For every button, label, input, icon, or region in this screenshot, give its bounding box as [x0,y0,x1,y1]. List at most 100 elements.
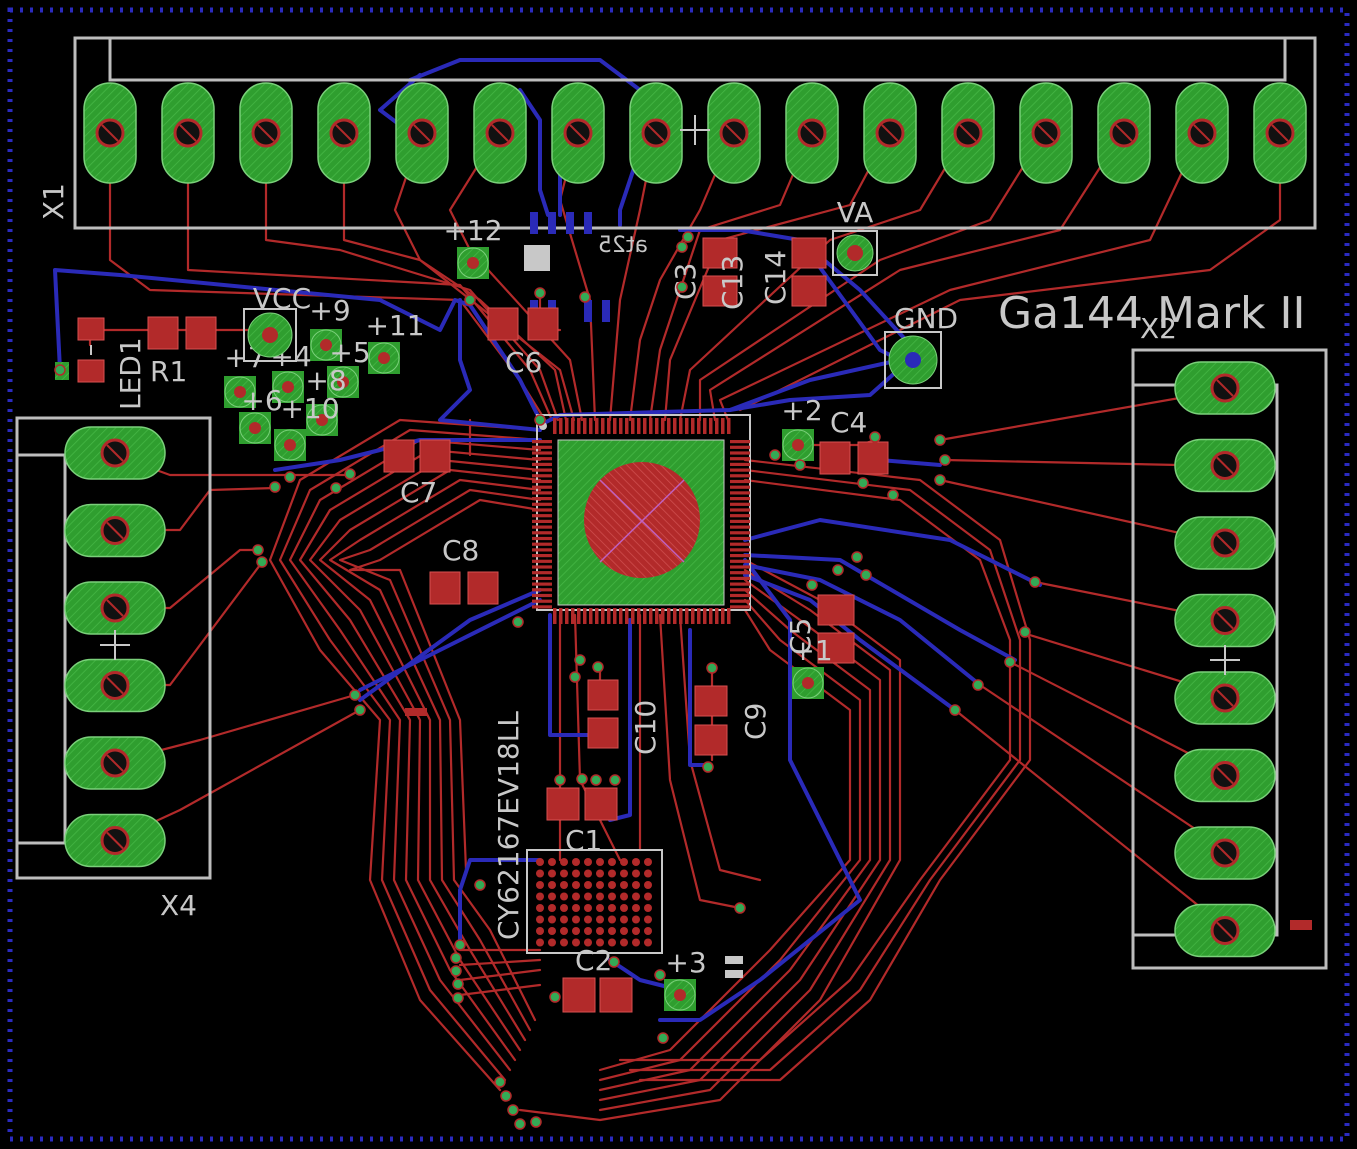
x1-label: X1 [37,183,70,220]
testpoint-tp3: +3 [664,946,707,1011]
via [1019,626,1031,638]
via [514,1118,526,1130]
via [474,879,486,891]
testpoint-tp5: +5 [327,336,371,398]
via [590,774,602,786]
testpoint-label: VA [837,196,874,229]
c6-label: C6 [505,346,542,379]
x1-pin [161,82,215,184]
via [452,978,464,990]
sram-label: CY62167EV18LL [492,711,525,940]
via [54,364,66,376]
testpoint-tp9: +9 [309,294,351,361]
via [549,991,561,1003]
via [464,294,476,306]
x2-label: X2 [1140,312,1177,345]
via [579,291,591,303]
vias [54,231,1041,1130]
via [657,1032,669,1044]
x4-pin [64,426,166,480]
via [569,671,581,683]
passive-components: LED1 R1 C6 C7 C8 C4 C5 C9 C10 [55,237,889,1013]
via [702,761,714,773]
via [934,474,946,486]
led1-label: LED1 [114,337,147,410]
x2-pin [1174,516,1276,570]
x2-pin [1174,826,1276,880]
x4-pin [64,813,166,868]
via [330,482,342,494]
via [676,281,688,293]
testpoint-gnd: GND [884,302,958,389]
x2-pins [1174,361,1276,958]
c4-label: C4 [830,406,867,439]
testpoint-label: +3 [665,946,706,979]
via [344,468,356,480]
x1-pin [1019,82,1073,184]
via [734,902,746,914]
flash-label: at25 [598,233,648,258]
via [794,459,806,471]
c8-label: C8 [442,534,479,567]
testpoint-tp11: +11 [365,309,425,374]
testpoint-label: +11 [365,309,424,342]
testpoint-va: VA [832,196,878,276]
via [682,231,694,243]
via [654,969,666,981]
testpoint-tp8: +8 [305,364,347,436]
testpoint-label: +8 [305,364,346,397]
via [252,544,264,556]
x2-pin [1174,671,1276,725]
via [554,774,566,786]
x2-pin [1174,903,1276,958]
via [608,956,620,968]
mcu-chip [532,414,751,624]
via [676,241,688,253]
sram-chip: CY62167EV18LL [492,711,663,954]
via [454,939,466,951]
x1-pin [1175,82,1229,184]
via [869,431,881,443]
via [706,662,718,674]
testpoint-label: VCC [253,282,311,315]
testpoint-tp6: +6 [239,384,283,444]
via [534,414,546,426]
c10-label: C10 [629,700,662,755]
via [494,1076,506,1088]
via [832,564,844,576]
via [576,773,588,785]
via [284,471,296,483]
x1-pin [317,82,371,184]
testpoint-label: +9 [309,294,350,327]
testpoint-label: +1 [791,634,832,667]
c2-label: C2 [575,944,612,977]
via [500,1090,512,1102]
x1-pin [1253,82,1307,184]
board-title: Ga144 Mark II [998,288,1305,339]
x1-pins [83,82,1307,184]
x2-pin [1174,748,1276,803]
testpoint-tp2: +2 [781,394,823,461]
via [512,616,524,628]
x4-pin [64,736,166,790]
x1-pin [629,82,683,184]
via [256,556,268,568]
via [530,1116,542,1128]
via [857,477,869,489]
x1-pin [707,82,761,184]
via [934,434,946,446]
via [452,992,464,1004]
c7-label: C7 [400,476,437,509]
x4-label: X4 [160,889,197,922]
via [507,1104,519,1116]
via [450,952,462,964]
via [860,569,872,581]
x1-pin [551,82,605,184]
via [534,287,546,299]
testpoint-label: GND [894,302,958,335]
via [349,689,361,701]
x1-pin [785,82,839,184]
x2-pin [1174,438,1276,493]
r1-label: R1 [150,355,187,388]
